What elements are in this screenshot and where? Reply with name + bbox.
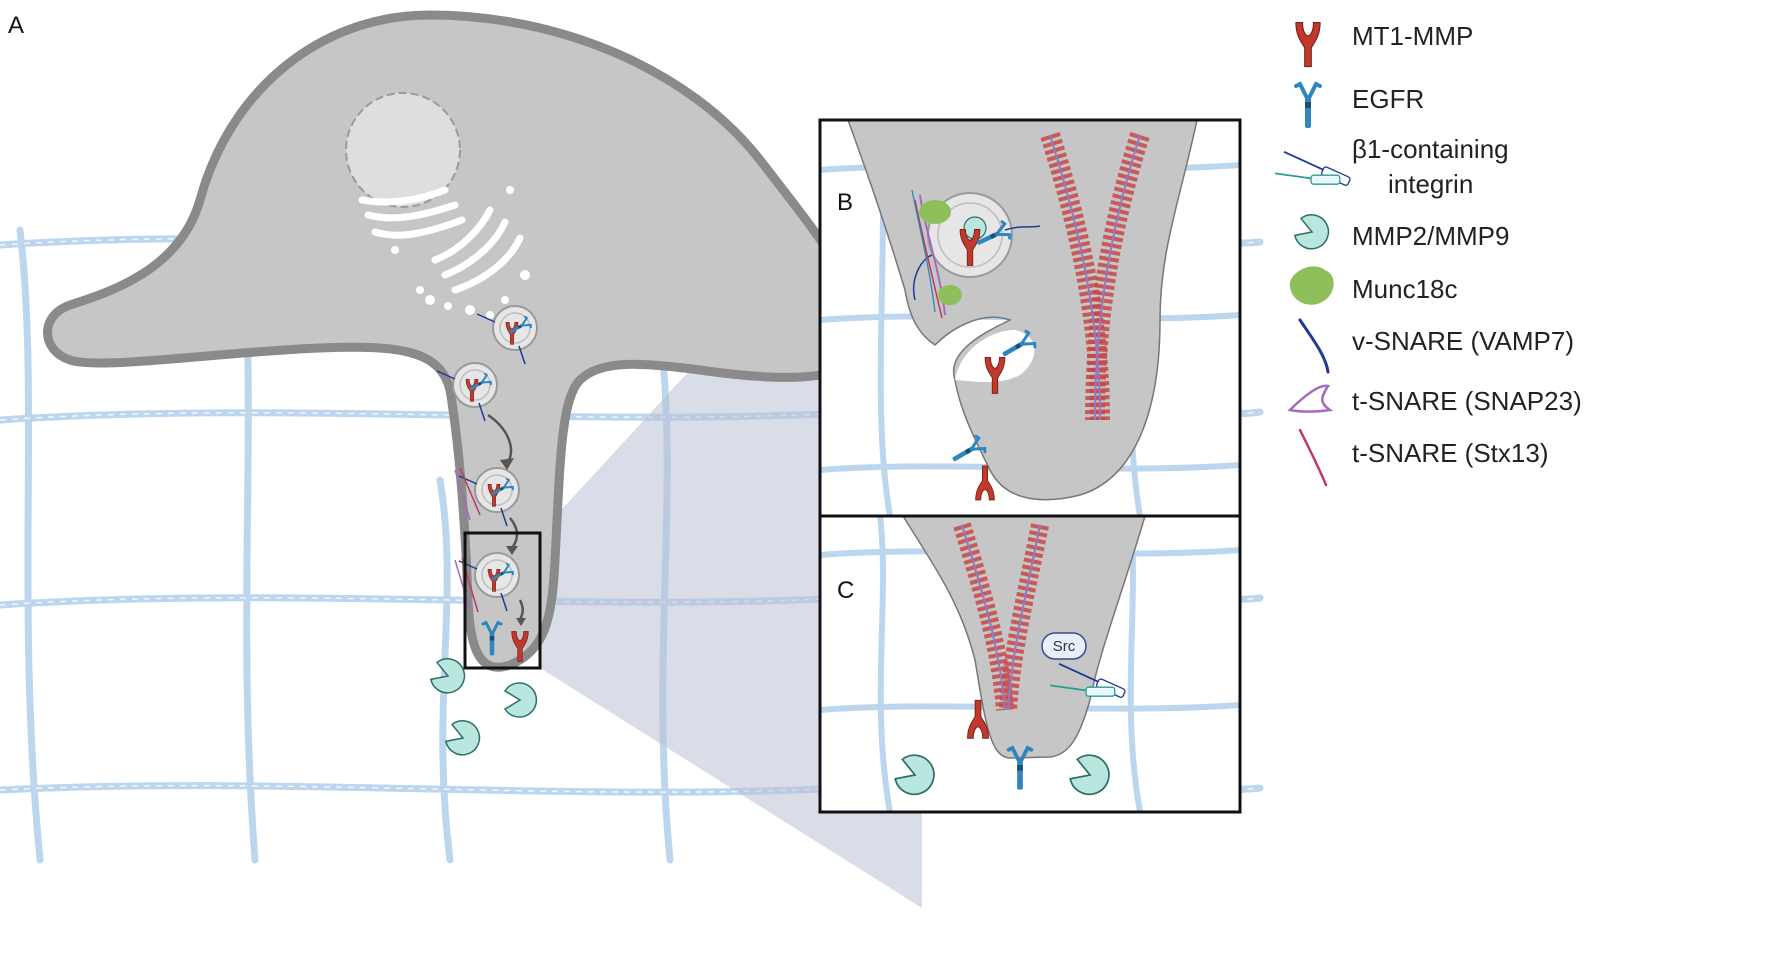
t-snare-stx13-icon (1298, 428, 1328, 487)
mmp-secreted-1 (427, 654, 470, 699)
cell-body (43, 10, 866, 672)
munc18c-icon (1289, 266, 1334, 305)
mt1-mmp-icon (1295, 22, 1321, 68)
panel-label-a: A (8, 12, 24, 39)
nucleus (345, 92, 461, 208)
legend-label-t-snare-snap23: t-SNARE (SNAP23) (1352, 386, 1582, 416)
golgi-apparatus (358, 186, 524, 294)
legend-label-t-snare-stx13: t-SNARE (Stx13) (1352, 438, 1549, 468)
src-badge (1041, 632, 1087, 660)
legend-label-integrin-1: β1-containing (1352, 134, 1509, 164)
panel-label-c: C (837, 577, 854, 604)
legend-label-munc: Munc18c (1352, 274, 1458, 304)
src-label: Src (1053, 638, 1076, 655)
v-snare-icon (1298, 318, 1330, 374)
legend: MT1-MMP EGFR β1-containing integrin MMP2… (1274, 21, 1582, 487)
mmp-secreted-3 (442, 716, 485, 761)
zoom-region-box (463, 531, 542, 670)
egfr-icon (1294, 82, 1322, 128)
mmp-secreted-2 (504, 682, 538, 718)
panel-c: Src C (818, 514, 1242, 814)
legend-label-mmp: MMP2/MMP9 (1352, 221, 1509, 251)
actin-filaments-c (953, 522, 1049, 711)
panel-b: B (818, 118, 1242, 518)
legend-label-v-snare: v-SNARE (VAMP7) (1352, 326, 1574, 356)
panel-label-b: B (837, 189, 853, 216)
legend-label-integrin-2: integrin (1388, 169, 1473, 199)
legend-label-egfr: EGFR (1352, 84, 1424, 114)
t-snare-snap23-icon (1287, 384, 1334, 413)
actin-filaments-b (1040, 131, 1150, 421)
legend-label-mt1-mmp: MT1-MMP (1352, 21, 1473, 51)
integrin-icon (1274, 150, 1352, 188)
mmp2-mmp9-icon (1291, 210, 1334, 255)
